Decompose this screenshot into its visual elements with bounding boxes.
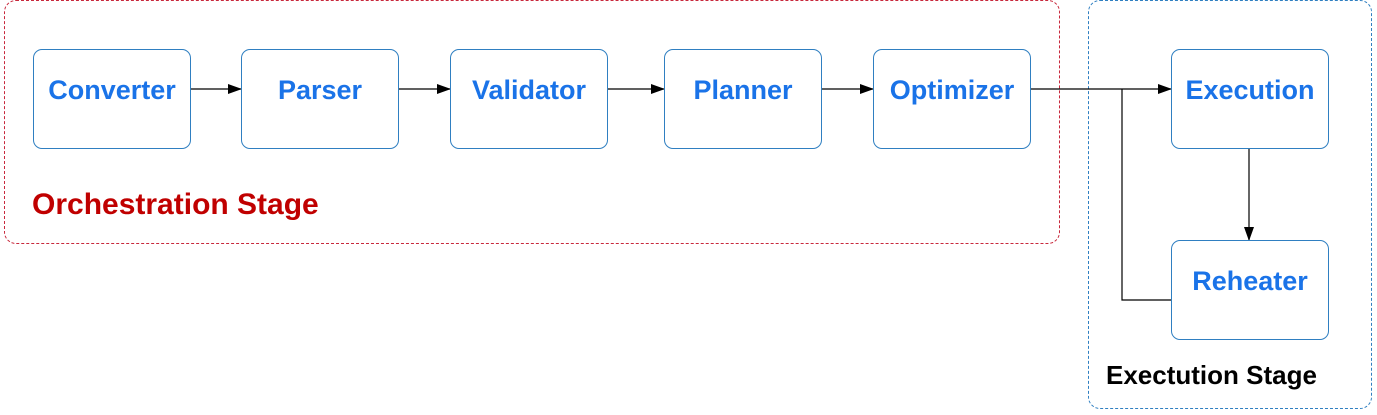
orchestration-stage-label: Orchestration Stage <box>32 188 319 221</box>
execution-node: Execution <box>1171 49 1329 149</box>
execution-stage-frame <box>1088 0 1372 409</box>
reheater-node: Reheater <box>1171 240 1329 340</box>
optimizer-node: Optimizer <box>873 49 1031 149</box>
orchestration-stage-frame <box>4 0 1060 244</box>
parser-node: Parser <box>241 49 399 149</box>
planner-node: Planner <box>664 49 822 149</box>
execution-stage-label: Exectution Stage <box>1106 360 1317 390</box>
validator-node: Validator <box>450 49 608 149</box>
converter-node: Converter <box>33 49 191 149</box>
edge-reheater-execution-loop <box>1121 89 1171 301</box>
